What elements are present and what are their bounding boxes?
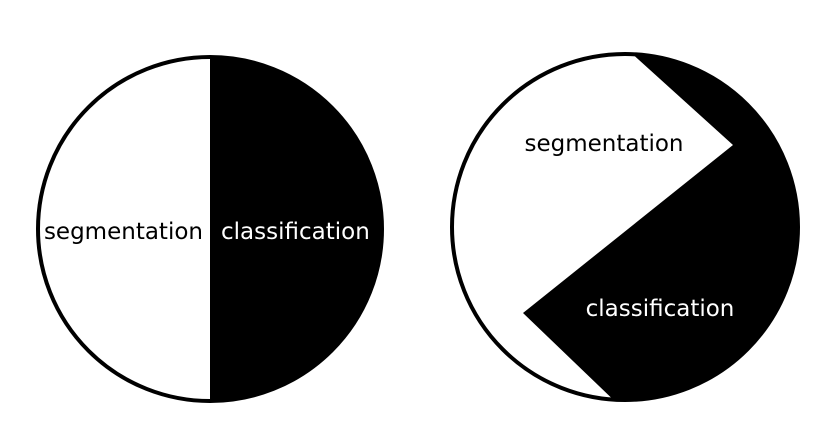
left-circle-outline — [36, 55, 384, 403]
left-classification-region — [210, 57, 382, 401]
right-circle-outline — [450, 52, 800, 402]
right-circle-diagram: segmentation classification — [450, 52, 800, 402]
right-classification-label: classification — [586, 296, 735, 322]
right-classification-region — [523, 54, 798, 400]
left-classification-label: classification — [221, 219, 370, 245]
left-circle-diagram: segmentation classification — [36, 55, 384, 403]
left-segmentation-label: segmentation — [44, 219, 203, 245]
right-segmentation-label: segmentation — [524, 131, 683, 157]
